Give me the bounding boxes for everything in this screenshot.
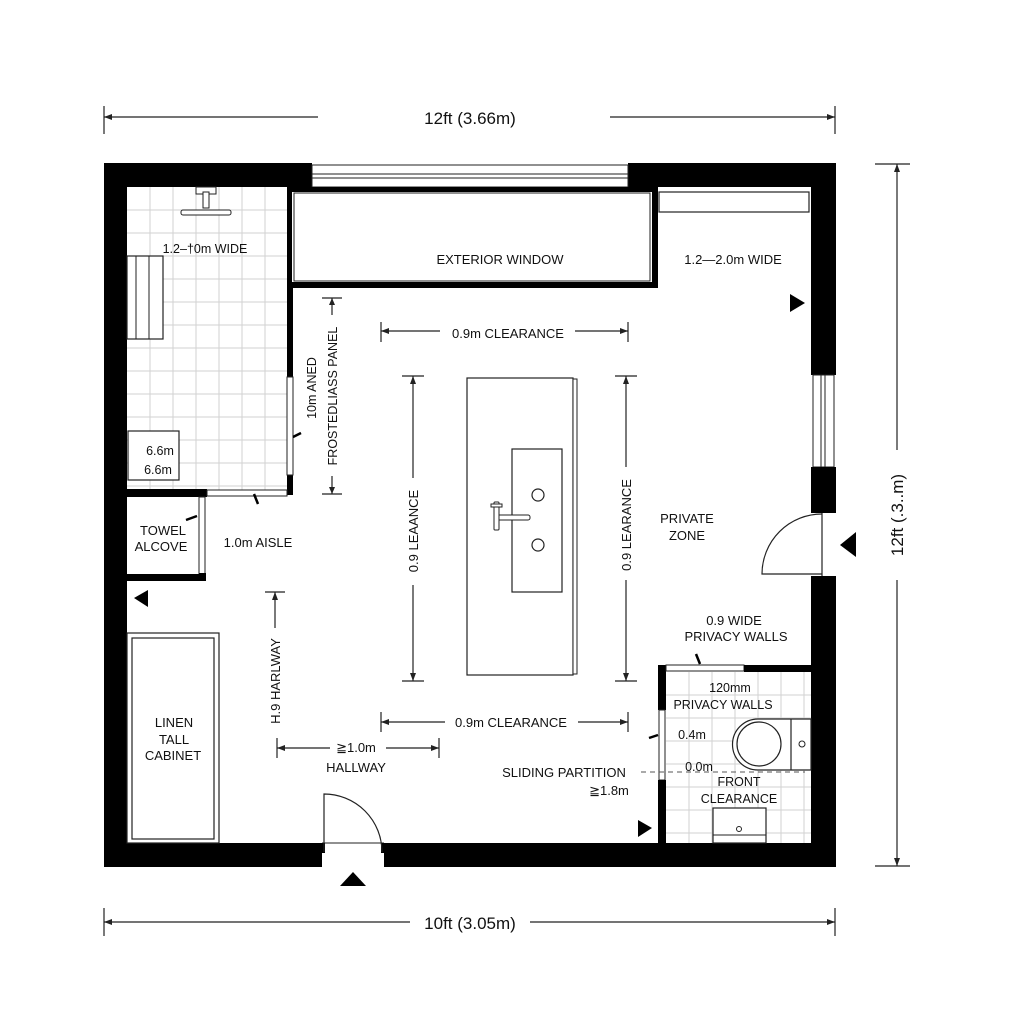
linen-label-1: LINEN xyxy=(155,715,193,730)
vanity-left-clearance xyxy=(402,375,424,682)
svg-text:6.6m: 6.6m xyxy=(144,463,172,477)
glass-panel-label-2: FROSTEDLIASS PANEL xyxy=(326,327,340,466)
vanity-bottom-clearance-label: 0.9m CLEARANCE xyxy=(455,715,567,730)
towel-alcove-label-2: ALCOVE xyxy=(135,539,188,554)
bottom-entry-door[interactable] xyxy=(322,793,384,867)
wc-basin xyxy=(712,807,767,844)
aisle-label: 1.0m AISLE xyxy=(224,535,293,550)
hallway-width-value: ≧1.0m xyxy=(336,740,376,755)
interior-walls xyxy=(127,187,811,843)
door-tick xyxy=(694,653,702,665)
shower-width-label: 1.2–†0m WIDE xyxy=(163,242,248,256)
wc-label-1: 120mm xyxy=(709,681,751,695)
right-dimension-label: 12ft (.3..m) xyxy=(888,474,907,556)
top-right-width-label: 1.2—2.0m WIDE xyxy=(684,252,782,267)
arrow-up-icon xyxy=(340,872,366,886)
top-right-rail xyxy=(658,191,810,213)
vanity-right-clearance xyxy=(615,375,637,682)
wc-dim-2: 0.0m xyxy=(685,760,713,774)
arrow-left-icon xyxy=(134,590,148,607)
privacy-walls-label-2: PRIVACY WALLS xyxy=(684,629,787,644)
right-door[interactable] xyxy=(761,513,836,576)
arrow-right-icon xyxy=(790,294,805,312)
bottom-dimension-label: 10ft (3.05m) xyxy=(424,914,516,933)
exterior-window-box xyxy=(292,192,652,282)
door-tick xyxy=(292,431,302,439)
top-dimension-label: 12ft (3.66m) xyxy=(424,109,516,128)
towel-alcove-label-1: TOWEL xyxy=(140,523,186,538)
private-zone-label-1: PRIVATE xyxy=(660,511,714,526)
exterior-walls xyxy=(104,163,836,867)
hallway-width-dimension xyxy=(276,738,440,758)
wc-label-4: CLEARANCE xyxy=(701,792,777,806)
vanity-top-clearance-label: 0.9m CLEARANCE xyxy=(452,326,564,341)
exterior-window-label: EXTERIOR WINDOW xyxy=(436,252,564,267)
private-zone-label-2: ZONE xyxy=(669,528,705,543)
wc-label-2: PRIVACY WALLS xyxy=(673,698,772,712)
shower-niche: 6.6m 6.6m xyxy=(127,430,180,481)
vanity-top-clearance xyxy=(380,322,629,342)
sliding-partition-label-2: ≧1.8m xyxy=(589,783,629,798)
shower-head-icon xyxy=(180,186,232,216)
arrow-right-icon xyxy=(638,820,652,837)
hallway-vertical-label: H.9 HARLWAY xyxy=(268,638,283,724)
wc-label-3: FRONT xyxy=(717,775,760,789)
toilet-icon xyxy=(731,718,812,771)
linen-label-2: TALL xyxy=(159,732,189,747)
privacy-walls-label-1: 0.9 WIDE xyxy=(706,613,762,628)
arrow-left-icon xyxy=(840,532,856,557)
linen-label-3: CABINET xyxy=(145,748,201,763)
faucet-icon xyxy=(490,501,531,531)
wc-dim-1: 0.4m xyxy=(678,728,706,742)
door-tick xyxy=(648,733,659,740)
shower-bench xyxy=(126,255,164,340)
vanity-right-clearance-label: 0.9 LEARANCE xyxy=(619,479,634,571)
door-tick xyxy=(185,514,198,522)
door-tick xyxy=(252,493,260,505)
vanity-bottom-clearance xyxy=(380,712,629,732)
linen-cabinet xyxy=(126,632,220,844)
glass-panel-dimension xyxy=(322,297,342,495)
sliding-partition-label-1: SLIDING PARTITION xyxy=(502,765,626,780)
hallway-vertical-dimension xyxy=(265,591,285,628)
glass-panel-label-1: 10m ANED xyxy=(305,357,319,419)
hallway-width-label: HALLWAY xyxy=(326,760,386,775)
vanity-left-clearance-label: 0.9 LEAANCE xyxy=(406,489,421,572)
svg-text:6.6m: 6.6m xyxy=(146,444,174,458)
